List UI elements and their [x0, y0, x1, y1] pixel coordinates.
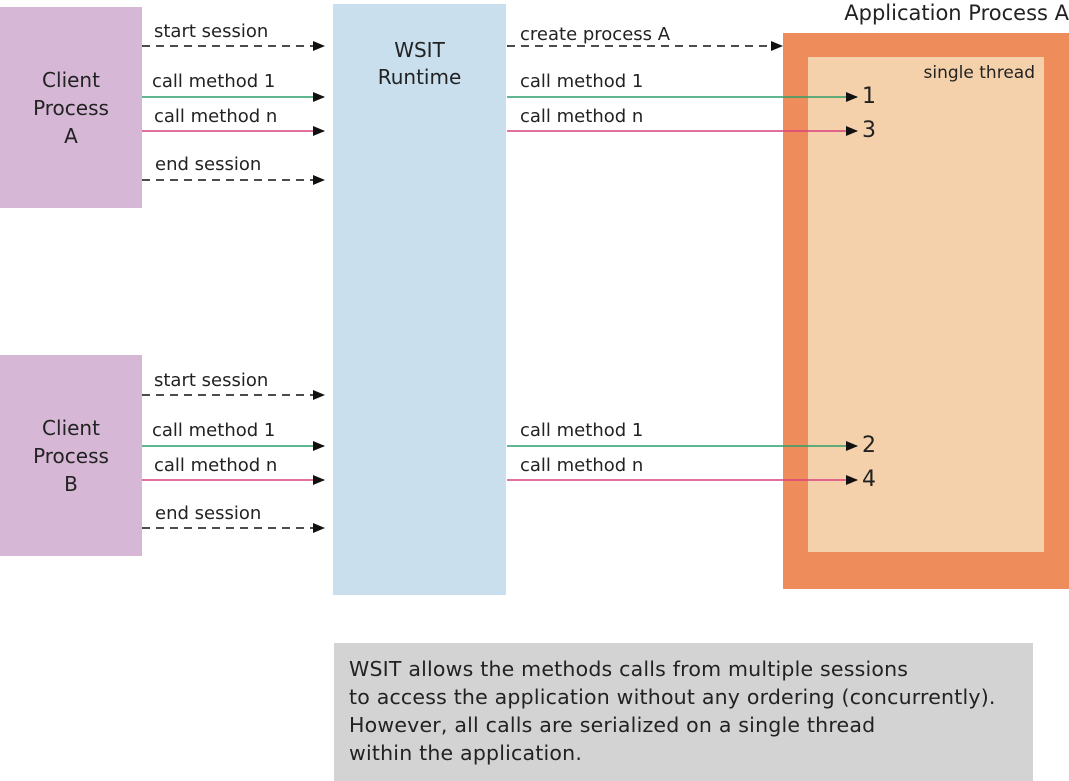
order-number-4: 4 — [862, 467, 876, 492]
order-number-3: 3 — [862, 118, 876, 143]
note-line-2: to access the application without any or… — [349, 685, 996, 709]
label-app-call-method-n-a: call method n — [520, 106, 644, 127]
wsit-runtime-box — [333, 4, 506, 595]
label-app-call-method-1-a: call method 1 — [520, 71, 644, 92]
note-line-3: However, all calls are serialized on a s… — [349, 713, 876, 737]
label-app-call-method-1-b: call method 1 — [520, 420, 644, 441]
note-line-1: WSIT allows the methods calls from multi… — [349, 657, 909, 681]
label-a-call-method-1: call method 1 — [152, 71, 276, 92]
client-process-b-label: Client Process B — [33, 415, 109, 496]
label-a-end-session: end session — [155, 154, 262, 175]
label-app-call-method-n-b: call method n — [520, 455, 644, 476]
explanation-note: WSIT allows the methods calls from multi… — [334, 643, 1033, 781]
label-b-call-method-1: call method 1 — [152, 420, 276, 441]
application-process-title: Application Process A — [844, 1, 1069, 25]
single-thread-box — [808, 57, 1044, 552]
label-b-end-session: end session — [155, 503, 262, 524]
label-b-call-method-n: call method n — [154, 455, 278, 476]
label-b-start-session: start session — [154, 370, 269, 391]
single-thread-label: single thread — [923, 63, 1035, 83]
wsit-runtime-label: WSIT Runtime — [377, 38, 462, 89]
order-number-1: 1 — [862, 84, 876, 109]
client-process-a-label: Client Process A — [33, 67, 109, 148]
order-number-2: 2 — [862, 433, 876, 458]
label-a-call-method-n: call method n — [154, 106, 278, 127]
label-a-start-session: start session — [154, 21, 269, 42]
client-process-b-box: Client Process B — [0, 355, 142, 556]
label-create-process: create process A — [520, 24, 671, 45]
note-line-4: within the application. — [349, 741, 583, 765]
client-process-a-box: Client Process A — [0, 7, 142, 208]
